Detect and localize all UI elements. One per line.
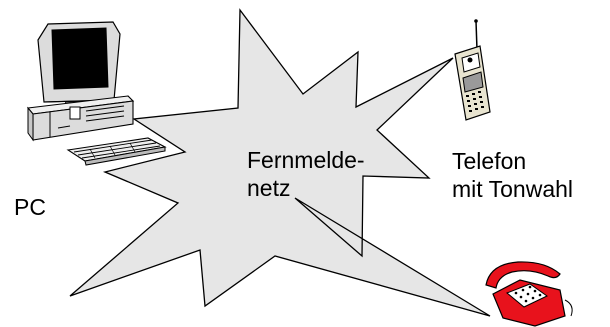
- pc-icon: [26, 21, 167, 166]
- desk-phone-icon: [485, 261, 573, 327]
- network-label-line1: Fernmelde-: [247, 147, 365, 173]
- network-starburst-icon: [69, 8, 491, 317]
- network-label-line2: netz: [247, 175, 291, 201]
- network-label: Fernmelde- netz: [247, 146, 365, 202]
- phone-label-line1: Telefon: [452, 148, 527, 174]
- phone-label: Telefon mit Tonwahl: [452, 147, 573, 203]
- mobile-phone-icon: [454, 19, 491, 121]
- pc-label: PC: [14, 194, 46, 220]
- phone-label-line2: mit Tonwahl: [452, 176, 574, 202]
